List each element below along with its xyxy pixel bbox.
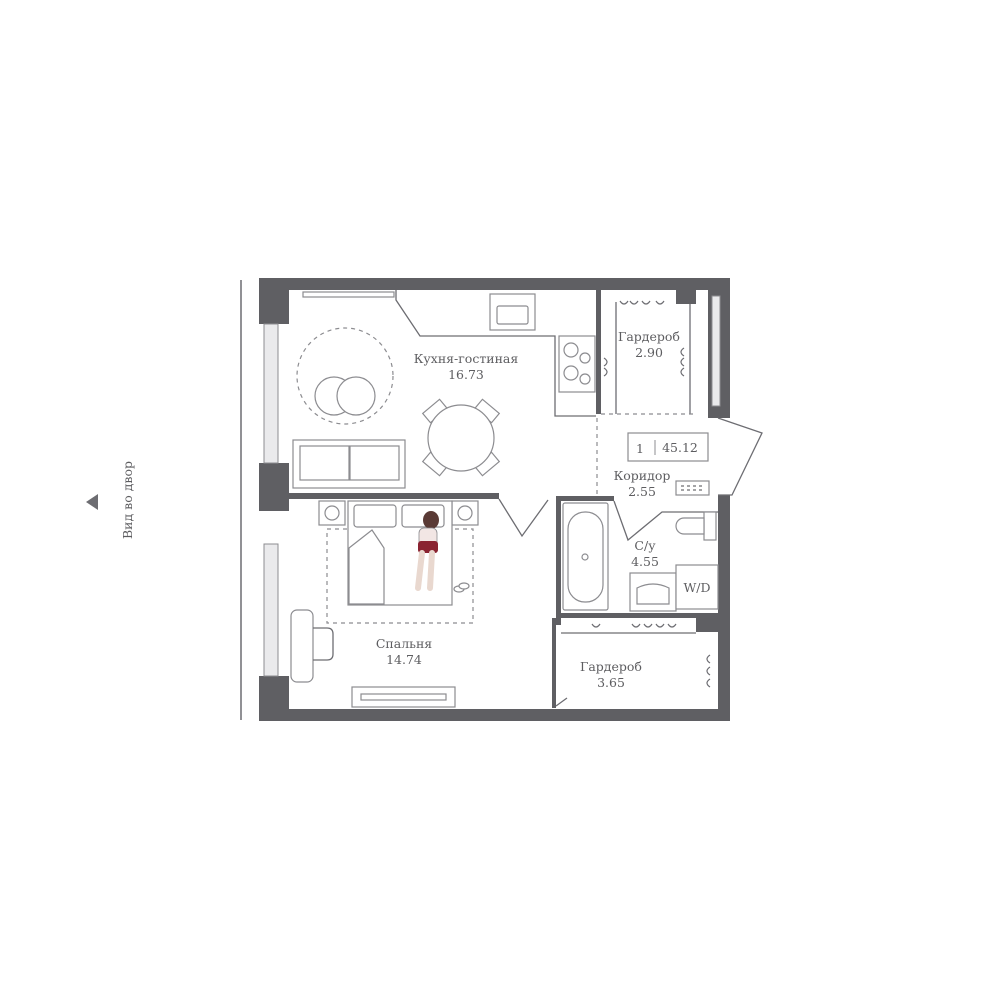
room-area-wardrobe-bottom: 3.65 xyxy=(597,675,625,690)
view-direction: Вид во двор xyxy=(86,280,242,720)
desk-chair-icon xyxy=(290,609,334,683)
apartment-badge: 1 45.12 xyxy=(627,432,709,462)
room-name-wardrobe-bottom: Гардероб xyxy=(580,659,642,674)
toilet-icon xyxy=(675,511,717,541)
washer-dryer-icon xyxy=(675,564,719,610)
hangers-icon xyxy=(591,623,711,688)
room-area-bathroom: 4.55 xyxy=(631,554,659,569)
bathroom: W/D С/у 4.55 xyxy=(562,500,719,612)
kitchen-living-room: Кухня-гостиная 16.73 xyxy=(292,290,596,489)
room-area-corridor: 2.55 xyxy=(628,484,656,499)
washer-dryer-label: W/D xyxy=(683,580,710,595)
cooktop-icon xyxy=(558,335,596,393)
room-name-corridor: Коридор xyxy=(614,468,671,483)
washbasin-icon xyxy=(629,572,677,612)
sofa-icon xyxy=(292,439,406,489)
radiator-icon xyxy=(675,480,710,496)
bedroom: Спальня 14.74 xyxy=(290,498,549,708)
room-name-kitchen-living: Кухня-гостиная xyxy=(414,351,519,366)
wardrobe-top: Гардероб 2.90 xyxy=(601,300,696,415)
room-area-kitchen-living: 16.73 xyxy=(448,367,484,382)
radiator-icon xyxy=(302,291,395,298)
view-label: Вид во двор xyxy=(120,461,135,539)
view-arrow-icon xyxy=(86,494,98,510)
slippers-icon xyxy=(453,582,470,593)
room-name-bathroom: С/у xyxy=(634,538,656,553)
entry-door xyxy=(717,417,763,496)
person-icon xyxy=(415,511,439,591)
room-area-wardrobe-top: 2.90 xyxy=(635,345,663,360)
rooms-count: 1 xyxy=(636,441,644,456)
room-name-bedroom: Спальня xyxy=(376,636,432,651)
nightstand-icon xyxy=(318,500,346,526)
bathtub-icon xyxy=(562,502,609,611)
corridor: 1 45.12 Коридор 2.55 xyxy=(596,418,710,499)
windows xyxy=(263,295,721,677)
room-area-bedroom: 14.74 xyxy=(386,652,422,667)
room-name-wardrobe-top: Гардероб xyxy=(618,329,680,344)
dining-table-icon xyxy=(421,398,501,477)
hangers-icon xyxy=(603,300,685,377)
wardrobe-bottom: Гардероб 3.65 xyxy=(555,618,718,707)
total-area: 45.12 xyxy=(662,440,698,455)
rug-icon xyxy=(296,327,394,425)
